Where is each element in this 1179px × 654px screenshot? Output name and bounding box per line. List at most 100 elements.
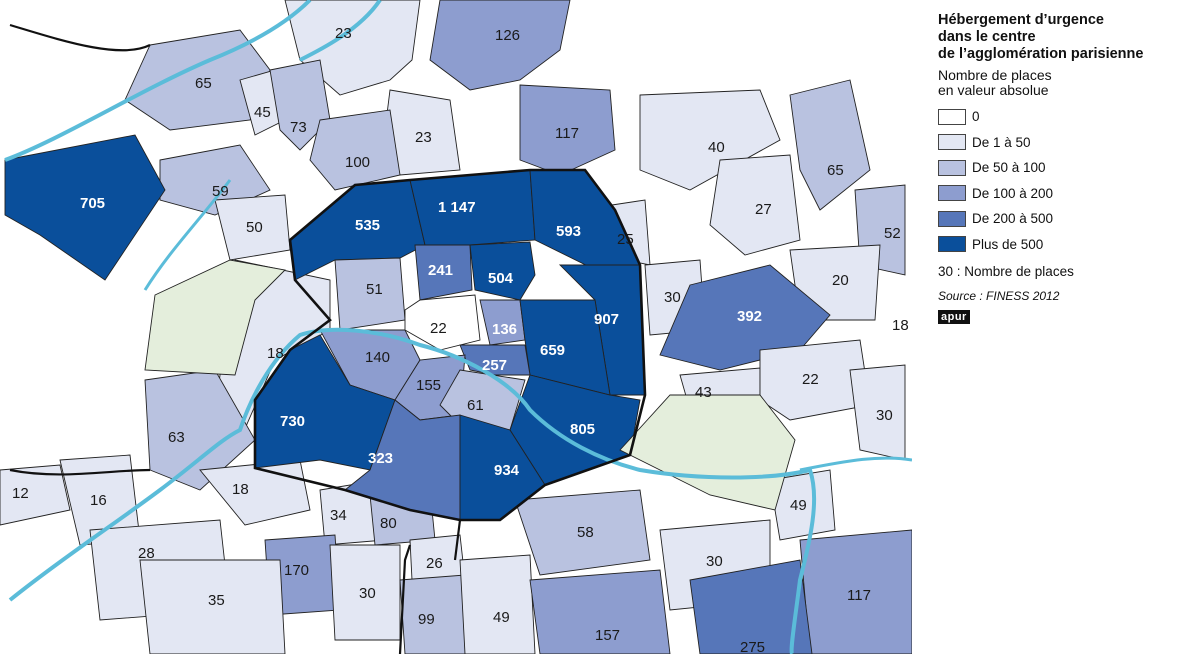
commune	[309, 109, 401, 191]
map-label: 659	[540, 342, 565, 359]
paris-arrondissements-layer	[254, 169, 646, 521]
commune	[789, 79, 871, 211]
map-label: 23	[415, 129, 432, 146]
map-label: 35	[208, 592, 225, 609]
map-label: 52	[884, 225, 901, 242]
map-label: 126	[495, 27, 520, 44]
legend-title-line: Hébergement d’urgence	[938, 12, 1104, 28]
map-label: 22	[430, 320, 447, 337]
commune	[689, 559, 813, 654]
map-label: 934	[494, 462, 520, 479]
map-label: 140	[365, 349, 390, 366]
commune	[0, 464, 71, 526]
commune	[429, 0, 571, 91]
arrondissement	[469, 241, 536, 301]
map-label: 1 147	[438, 199, 476, 216]
choropleth-map: 23 126 65 45 73 23 117 40 100 65 59 705 …	[0, 0, 912, 654]
legend-swatch	[938, 210, 966, 227]
map-label: 157	[595, 627, 620, 644]
map-label: 535	[355, 217, 380, 234]
map-label: 26	[426, 555, 443, 572]
legend-classes: 0 De 1 à 50 De 50 à 100 De 100 à 200 De …	[938, 104, 1174, 257]
map-label: 49	[790, 497, 807, 514]
legend-swatch	[938, 108, 966, 125]
map-label: 705	[80, 195, 105, 212]
legend-item: De 1 à 50	[938, 130, 1174, 156]
map-label: 18	[892, 317, 909, 334]
map-label: 18	[267, 345, 284, 362]
map-label: 12	[12, 485, 29, 502]
map-label: 504	[488, 270, 514, 287]
map-label: 16	[90, 492, 107, 509]
map-canvas: 23 126 65 45 73 23 117 40 100 65 59 705 …	[0, 0, 912, 654]
map-label: 30	[876, 407, 893, 424]
commune	[519, 84, 616, 176]
commune	[139, 559, 286, 654]
map-label: 23	[335, 25, 352, 42]
map-label: 61	[467, 397, 484, 414]
map-label: 593	[556, 223, 581, 240]
map-label: 30	[706, 553, 723, 570]
legend-item: De 100 à 200	[938, 181, 1174, 207]
map-label: 27	[755, 201, 772, 218]
departement-boundary	[9, 23, 462, 654]
map-label: 65	[827, 162, 844, 179]
map-label: 45	[254, 104, 271, 121]
legend-subtitle: Nombre de places en valeur absolue	[938, 68, 1174, 98]
map-label: 18	[232, 481, 249, 498]
bois-de-boulogne	[144, 259, 286, 376]
parks-layer	[144, 259, 796, 511]
legend-swatch	[938, 185, 966, 202]
map-label: 241	[428, 262, 453, 279]
legend-item: Plus de 500	[938, 232, 1174, 258]
map-label: 58	[577, 524, 594, 541]
legend-note: 30 : Nombre de places	[938, 264, 1074, 279]
legend-subtitle-line: en valeur absolue	[938, 82, 1049, 98]
map-label: 323	[368, 450, 393, 467]
commune	[459, 554, 536, 654]
commune	[759, 339, 871, 421]
map-label: 22	[802, 371, 819, 388]
map-label: 257	[482, 357, 507, 374]
map-label: 155	[416, 377, 441, 394]
commune	[529, 569, 671, 654]
map-label: 50	[246, 219, 263, 236]
map-label: 30	[664, 289, 681, 306]
map-label: 63	[168, 429, 185, 446]
map-label: 100	[345, 154, 370, 171]
legend-title-line: dans le centre	[938, 29, 1036, 45]
map-label: 907	[594, 311, 619, 328]
legend-item: De 200 à 500	[938, 206, 1174, 232]
map-label: 28	[138, 545, 155, 562]
map-label: 73	[290, 119, 307, 136]
map-label: 99	[418, 611, 435, 628]
map-label: 40	[708, 139, 725, 156]
map-label: 275	[740, 639, 765, 654]
paris-boundary	[253, 168, 647, 522]
legend-label: Plus de 500	[972, 236, 1044, 252]
commune	[269, 59, 331, 151]
legend-label: 0	[972, 109, 980, 125]
map-label: 25	[617, 231, 634, 248]
commune	[709, 154, 801, 256]
seine-river	[4, 0, 817, 654]
legend-swatch	[938, 159, 966, 176]
map-label: 136	[492, 321, 517, 338]
marne-river	[143, 179, 912, 472]
map-label: 117	[555, 125, 579, 142]
map-label: 392	[737, 308, 762, 325]
map-label: 117	[847, 587, 871, 604]
map-label: 65	[195, 75, 212, 92]
commune	[4, 134, 166, 281]
legend-label: De 1 à 50	[972, 134, 1031, 150]
commune	[514, 489, 651, 576]
legend-item: 0	[938, 104, 1174, 130]
map-label: 51	[366, 281, 383, 298]
map-label: 730	[280, 413, 305, 430]
arrondissement	[558, 264, 646, 396]
legend-swatch	[938, 236, 966, 253]
map-label: 34	[330, 507, 347, 524]
legend-title-line: de l’agglomération parisienne	[938, 46, 1144, 62]
communes-layer	[0, 0, 912, 654]
source-credit: Source : FINESS 2012	[938, 289, 1060, 303]
